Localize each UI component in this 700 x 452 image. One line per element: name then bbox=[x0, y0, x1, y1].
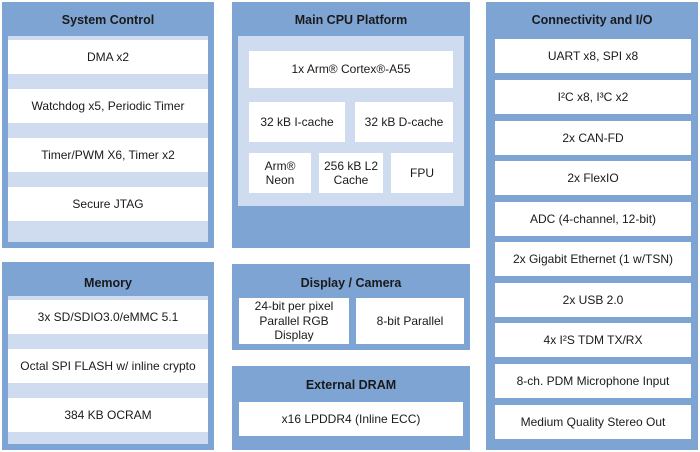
dcache-box: 32 kB D-cache bbox=[355, 102, 453, 142]
uart-spi-box: UART x8, SPI x8 bbox=[495, 39, 691, 73]
icache-box: 32 kB I-cache bbox=[249, 102, 345, 142]
stereo-out-box: Medium Quality Stereo Out bbox=[495, 405, 691, 439]
neon-box: Arm® Neon bbox=[249, 153, 311, 193]
adc-box: ADC (4-channel, 12-bit) bbox=[495, 202, 691, 236]
lpddr4-box: x16 LPDDR4 (Inline ECC) bbox=[239, 402, 463, 436]
secure-jtag-box: Secure JTAG bbox=[8, 187, 208, 221]
system-control-panel: System Control DMA x2 Watchdog x5, Perio… bbox=[2, 2, 214, 248]
connectivity-title: Connectivity and I/O bbox=[531, 13, 653, 27]
i2s-tdm-box: 4x I²S TDM TX/RX bbox=[495, 323, 691, 357]
watchdog-box: Watchdog x5, Periodic Timer bbox=[8, 89, 208, 123]
l2-cache-box: 256 kB L2 Cache bbox=[319, 153, 383, 193]
dma-box: DMA x2 bbox=[8, 40, 208, 74]
ocram-box: 384 KB OCRAM bbox=[8, 398, 208, 432]
timer-pwm-box: Timer/PWM X6, Timer x2 bbox=[8, 138, 208, 172]
external-dram-title: External DRAM bbox=[305, 378, 397, 392]
cpu-inner: 1x Arm® Cortex®-A55 32 kB I-cache 32 kB … bbox=[238, 36, 464, 206]
cortex-a55-box: 1x Arm® Cortex®-A55 bbox=[249, 51, 453, 88]
i2c-i3c-box: I²C x8, I³C x2 bbox=[495, 80, 691, 114]
connectivity-panel: Connectivity and I/O UART x8, SPI x8 I²C… bbox=[486, 2, 698, 450]
sd-emmc-box: 3x SD/SDIO3.0/eMMC 5.1 bbox=[8, 300, 208, 334]
fpu-box: FPU bbox=[391, 153, 453, 193]
parallel-camera-box: 8-bit Parallel bbox=[356, 298, 464, 344]
can-fd-box: 2x CAN-FD bbox=[495, 121, 691, 155]
cpu-panel: Main CPU Platform 1x Arm® Cortex®-A55 32… bbox=[232, 2, 470, 248]
external-dram-panel: External DRAM x16 LPDDR4 (Inline ECC) bbox=[232, 366, 470, 450]
display-camera-title: Display / Camera bbox=[300, 276, 402, 290]
display-camera-panel: Display / Camera 24-bit per pixel Parall… bbox=[232, 264, 470, 350]
memory-title: Memory bbox=[84, 276, 132, 290]
system-control-inner: DMA x2 Watchdog x5, Periodic Timer Timer… bbox=[8, 36, 208, 242]
memory-panel: Memory 3x SD/SDIO3.0/eMMC 5.1 Octal SPI … bbox=[2, 262, 214, 450]
cpu-title: Main CPU Platform bbox=[294, 13, 408, 27]
octal-spi-box: Octal SPI FLASH w/ inline crypto bbox=[8, 349, 208, 383]
gigabit-ethernet-box: 2x Gigabit Ethernet (1 w/TSN) bbox=[495, 242, 691, 276]
memory-inner: 3x SD/SDIO3.0/eMMC 5.1 Octal SPI FLASH w… bbox=[8, 296, 208, 444]
pdm-microphone-box: 8-ch. PDM Microphone Input bbox=[495, 364, 691, 398]
rgb-display-box: 24-bit per pixel Parallel RGB Display bbox=[239, 298, 349, 344]
usb-box: 2x USB 2.0 bbox=[495, 283, 691, 317]
system-control-title: System Control bbox=[61, 13, 155, 27]
flexio-box: 2x FlexIO bbox=[495, 161, 691, 195]
